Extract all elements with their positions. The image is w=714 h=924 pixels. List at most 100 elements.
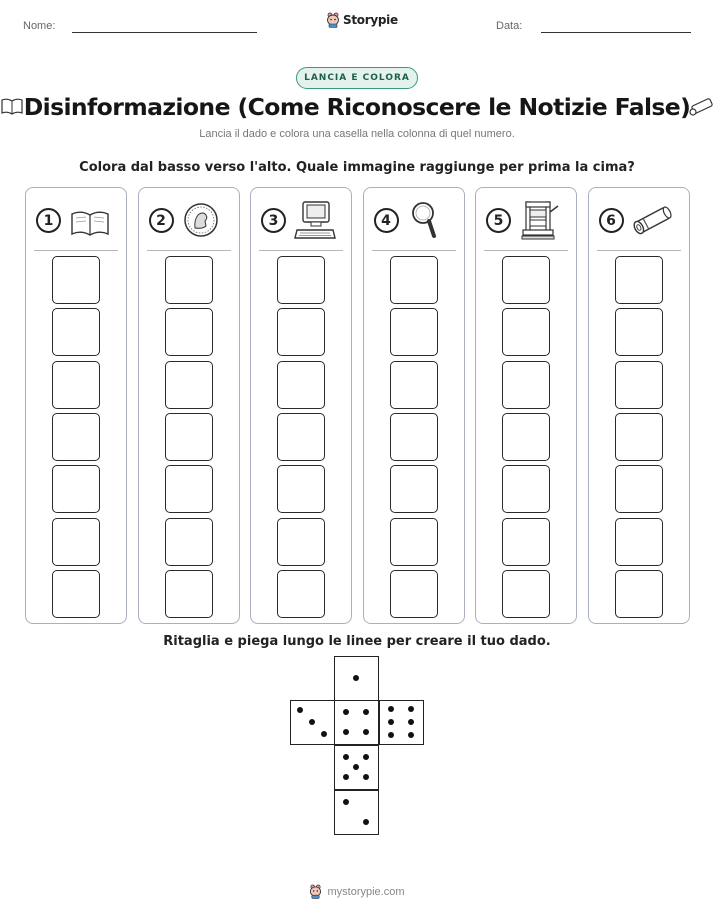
color-cell[interactable] <box>614 569 663 618</box>
die-pip <box>343 728 350 735</box>
die-pip <box>407 719 414 725</box>
die-pip <box>309 719 315 725</box>
die-pip <box>362 728 369 735</box>
die-face-2 <box>334 790 379 835</box>
column-number: 6 <box>598 208 624 233</box>
color-cell[interactable] <box>277 465 325 514</box>
color-cell[interactable] <box>164 465 213 514</box>
color-cell[interactable] <box>52 517 100 566</box>
color-cell[interactable] <box>502 517 550 566</box>
die-pip <box>407 706 414 713</box>
color-cell[interactable] <box>164 308 213 357</box>
die-pip <box>343 799 350 806</box>
storypie-mascot-icon <box>327 12 339 28</box>
die-pip <box>343 709 350 716</box>
cutout-caption: Ritaglia e piega lungo le linee per crea… <box>163 634 551 649</box>
die-pip <box>320 730 327 737</box>
color-cell[interactable] <box>502 465 550 514</box>
die-face-6 <box>379 700 424 745</box>
color-cell[interactable] <box>164 360 213 409</box>
color-cell[interactable] <box>389 360 438 409</box>
column-number: 4 <box>373 208 399 233</box>
color-cell[interactable] <box>614 308 663 357</box>
die-pip <box>362 773 369 780</box>
coloring-instruction: Colora dal basso verso l'alto. Quale imm… <box>79 160 635 175</box>
footer: mystorypie.com <box>0 884 714 899</box>
column-2: 2 <box>137 187 240 624</box>
title-book-icon <box>1 98 23 115</box>
color-cell[interactable] <box>614 465 663 514</box>
column-6: 6 <box>587 187 690 624</box>
color-cell[interactable] <box>389 517 438 566</box>
storypie-mascot-icon <box>310 884 322 899</box>
die-pip <box>388 731 395 738</box>
brand-logo: Storypie <box>326 12 398 28</box>
color-cell[interactable] <box>164 256 213 304</box>
color-cell[interactable] <box>52 412 100 461</box>
color-cell[interactable] <box>389 465 438 514</box>
computer-icon <box>294 201 336 239</box>
color-cell[interactable] <box>277 517 325 566</box>
die-pip <box>362 818 369 825</box>
color-cell[interactable] <box>389 412 438 461</box>
color-cell[interactable] <box>164 517 213 566</box>
column-number: 5 <box>486 208 511 233</box>
activity-badge: LANCIA E COLORA <box>296 67 418 89</box>
column-5: 5 <box>475 187 577 624</box>
die-pip <box>407 731 414 738</box>
color-cell[interactable] <box>614 412 663 461</box>
die-pip <box>388 719 395 725</box>
die-face-1 <box>334 656 379 701</box>
color-cell[interactable] <box>614 360 663 409</box>
color-cell[interactable] <box>52 360 100 409</box>
color-cell[interactable] <box>389 569 438 618</box>
die-pip <box>353 764 359 770</box>
column-number: 2 <box>148 208 174 233</box>
title-scroll-icon <box>689 98 713 116</box>
column-3: 3 <box>250 187 352 624</box>
color-cell[interactable] <box>502 569 550 618</box>
color-cell[interactable] <box>277 308 325 357</box>
color-cell[interactable] <box>164 569 213 618</box>
printing-press-icon <box>521 201 559 240</box>
coin-icon <box>183 203 218 237</box>
color-cell[interactable] <box>502 412 550 461</box>
column-4: 4 <box>362 187 465 624</box>
die-pip <box>343 754 350 761</box>
die-net <box>290 656 425 836</box>
color-cell[interactable] <box>52 256 100 304</box>
magnifying-glass-icon <box>411 202 436 238</box>
color-cell[interactable] <box>502 360 550 409</box>
color-cell[interactable] <box>502 256 550 304</box>
die-pip <box>388 706 395 713</box>
open-book-icon <box>71 211 109 236</box>
die-face-5 <box>334 745 379 790</box>
column-1: 1 <box>25 187 127 624</box>
color-cell[interactable] <box>389 308 438 357</box>
color-cell[interactable] <box>164 412 213 461</box>
name-line <box>72 32 257 33</box>
page-subtitle: Lancia il dado e colora una casella nell… <box>199 128 515 140</box>
color-cell[interactable] <box>52 465 100 514</box>
color-cell[interactable] <box>502 308 550 357</box>
die-pip <box>362 709 369 716</box>
color-cell[interactable] <box>277 569 325 618</box>
color-cell[interactable] <box>614 256 663 304</box>
column-number: 3 <box>261 208 286 233</box>
die-face-3 <box>290 700 335 745</box>
column-number: 1 <box>36 208 61 233</box>
die-face-4 <box>334 700 379 745</box>
die-pip <box>353 675 359 681</box>
die-pip <box>343 773 350 780</box>
name-label: Nome: <box>23 20 56 32</box>
color-cell[interactable] <box>614 517 663 566</box>
color-cell[interactable] <box>52 308 100 357</box>
date-label: Data: <box>496 20 523 32</box>
color-cell[interactable] <box>277 256 325 304</box>
color-cell[interactable] <box>277 412 325 461</box>
color-cell[interactable] <box>52 569 100 618</box>
brand-name: Storypie <box>343 13 398 27</box>
color-cell[interactable] <box>389 256 438 304</box>
page-title: Disinformazione (Come Riconoscere le Not… <box>23 93 691 121</box>
color-cell[interactable] <box>277 360 325 409</box>
